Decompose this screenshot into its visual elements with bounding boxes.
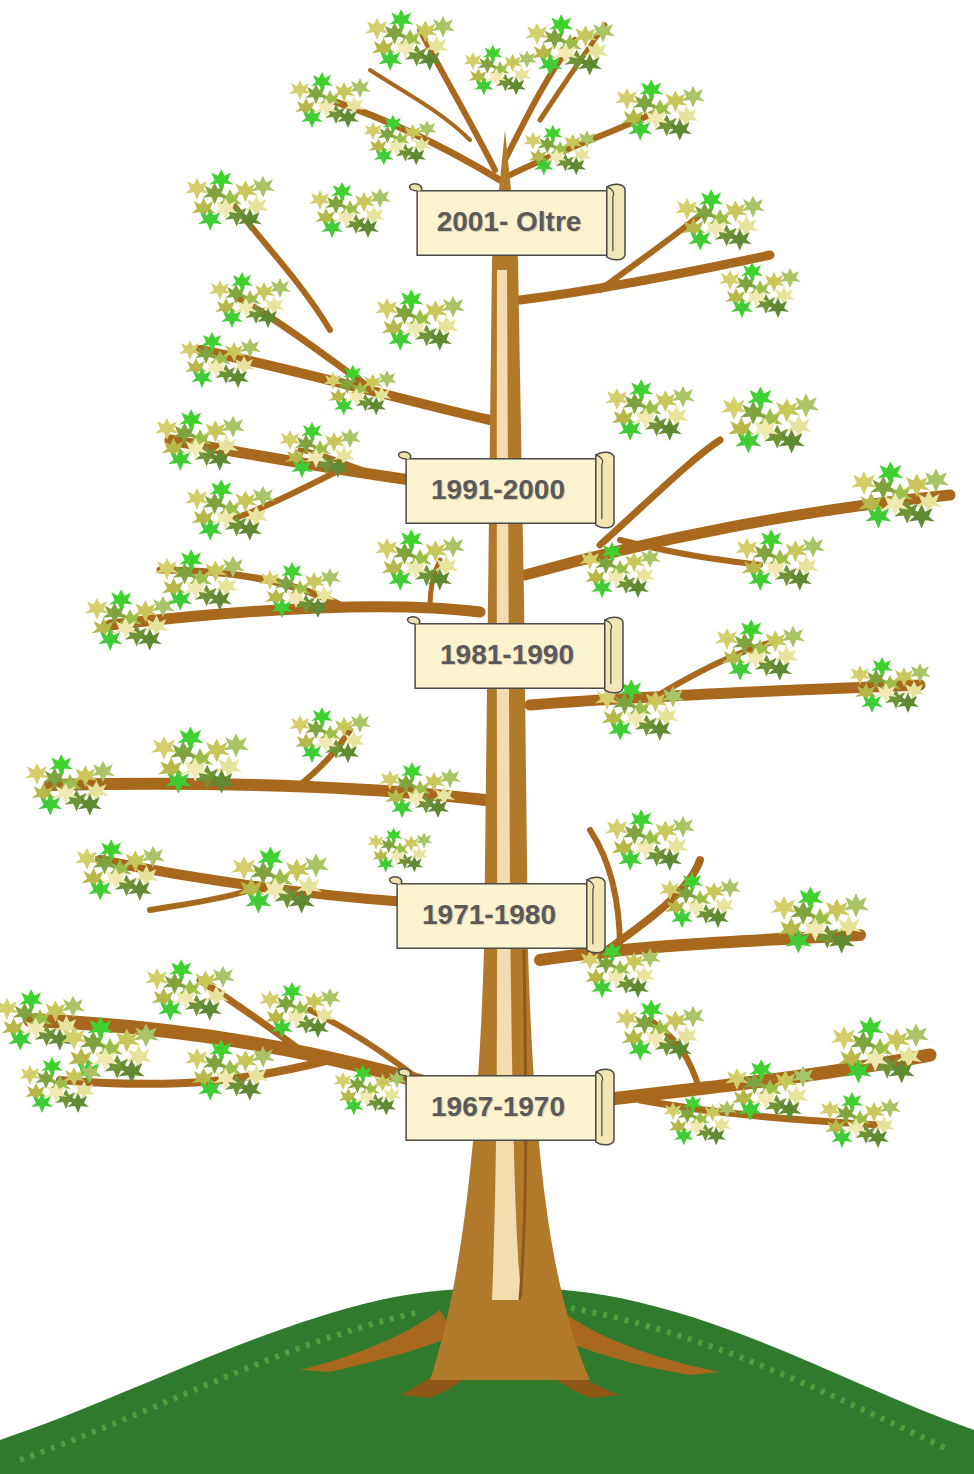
- date-banner: 1991-2000: [394, 451, 616, 529]
- period-label: 1981-1990: [403, 639, 611, 671]
- period-label: 2001- Oltre: [405, 206, 613, 238]
- date-banner: 1981-1990: [403, 616, 625, 694]
- date-banner: 1971-1980: [385, 876, 607, 954]
- period-label: 1971-1980: [385, 899, 593, 931]
- date-banner: 2001- Oltre: [405, 183, 627, 261]
- period-label: 1967-1970: [394, 1091, 602, 1123]
- date-banner: 1967-1970: [394, 1068, 616, 1146]
- period-label: 1991-2000: [394, 474, 602, 506]
